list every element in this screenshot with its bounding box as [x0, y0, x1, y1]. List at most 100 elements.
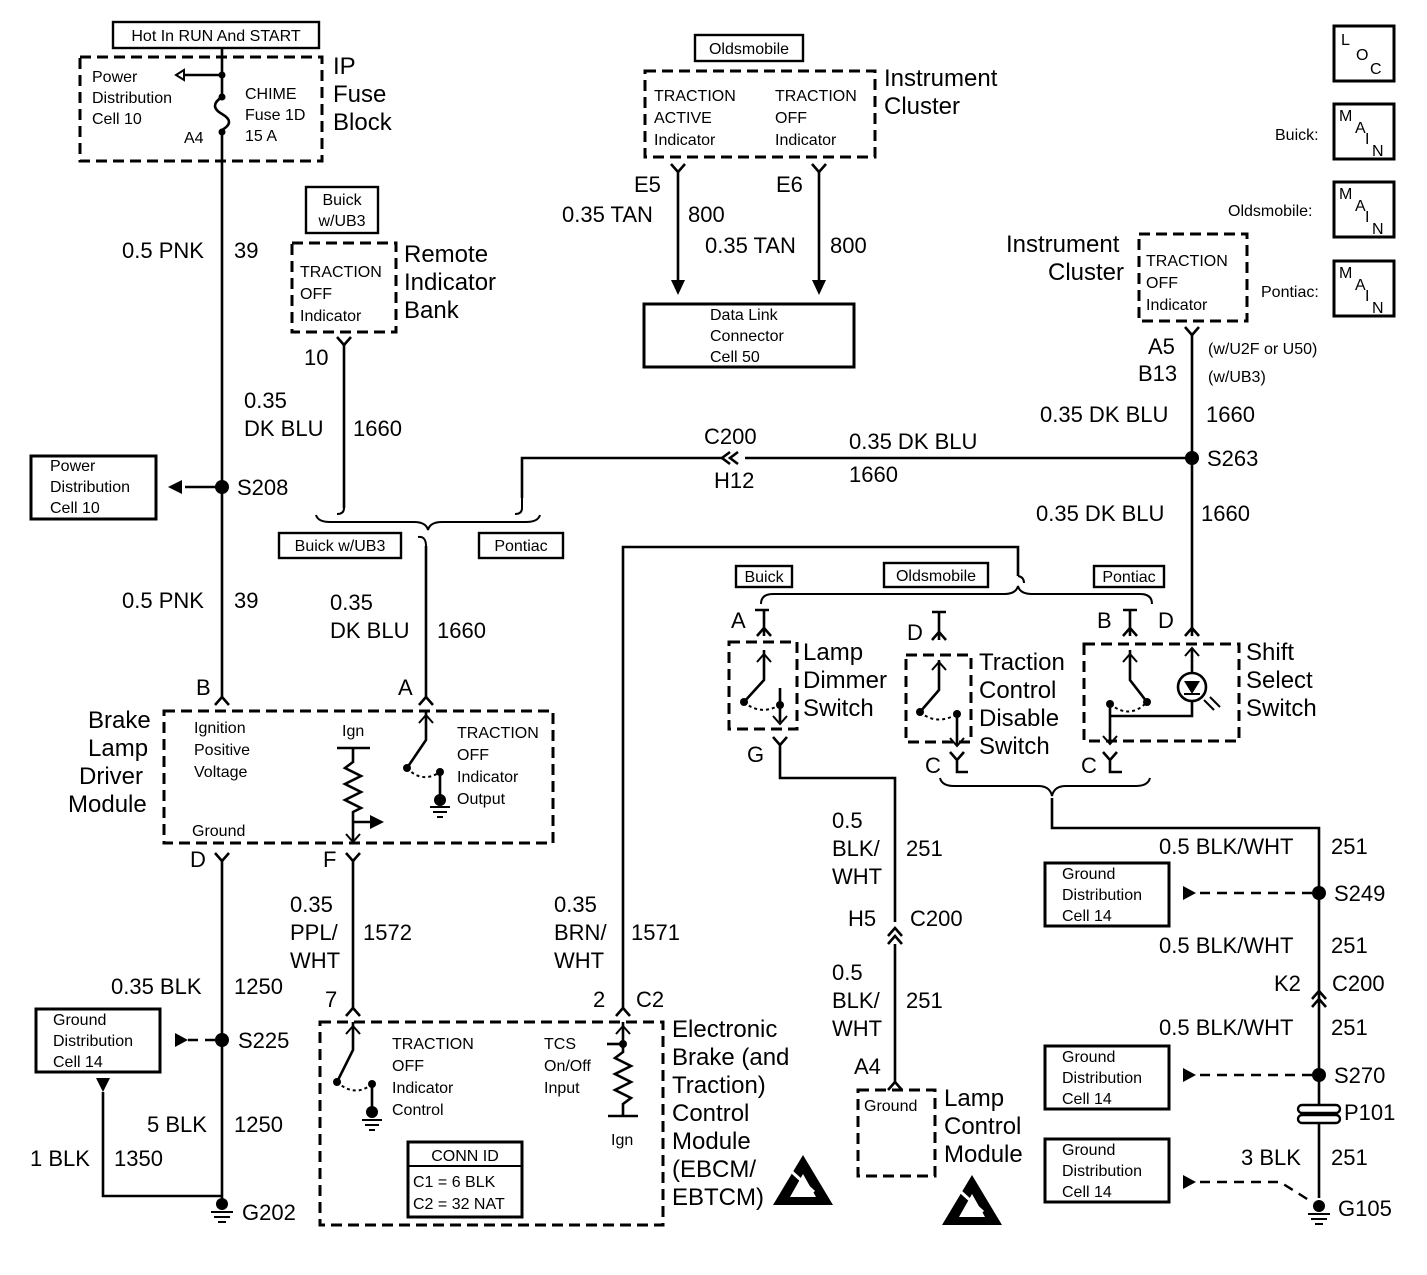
tcs-disable-outline — [904, 653, 973, 744]
ebcm-pin-7-symbol — [345, 1006, 361, 1017]
splice-s270-node — [1312, 1068, 1326, 1082]
lamp-dimmer-pin-a-symbol — [756, 626, 772, 637]
ebcm-tcs-line1: TCS — [544, 1036, 576, 1053]
remote-bank-outline — [290, 241, 398, 334]
pdc-left-line3: Cell 10 — [50, 500, 100, 517]
main-olds-a: A — [1355, 198, 1366, 215]
buick-ub3-tag-line1: Buick — [322, 192, 362, 209]
remote-circuit: 1660 — [353, 416, 402, 441]
bldm-pin-a-symbol — [418, 695, 434, 706]
olds-instrument-cluster: Oldsmobile TRACTION ACTIVE Indicator TRA… — [562, 33, 998, 369]
pontiac-option-label: Pontiac — [494, 538, 547, 555]
fuse-block-outline — [78, 55, 324, 163]
right-cluster-title-2: Cluster — [1048, 259, 1124, 286]
gdc-s270-line3: Cell 14 — [1062, 1091, 1112, 1108]
pontiac-option-hook — [514, 498, 523, 515]
splice-s225-label: S225 — [238, 1028, 289, 1053]
main-olds-n: N — [1372, 221, 1384, 238]
switch-buick-tag — [734, 564, 794, 589]
lamp-dimmer-title-2: Dimmer — [803, 667, 887, 694]
splice-s263-label: S263 — [1207, 446, 1258, 471]
tcs-title-1: Traction — [979, 649, 1065, 676]
main-buick-m: M — [1339, 108, 1352, 125]
g105-label: G105 — [1338, 1196, 1392, 1221]
fuse-pin-a4: A4 — [184, 130, 204, 147]
rg-circuit-1: 251 — [1331, 834, 1368, 859]
rg-gauge-1: 0.5 BLK/WHT — [1159, 834, 1293, 859]
p101-label: P101 — [1344, 1100, 1395, 1125]
shift-pin-d-symbol — [1184, 626, 1200, 637]
right-circuit-2: 1660 — [1201, 501, 1250, 526]
location-icons: L O C Buick: M A I N Oldsmobile: M A I N… — [1228, 24, 1396, 318]
pnk-circuit-2: 39 — [234, 588, 258, 613]
shift-in-arrow — [1122, 652, 1138, 663]
ebcm-title-3: Traction) — [672, 1072, 766, 1099]
tcs-title-4: Switch — [979, 733, 1050, 760]
bldm-switch-link — [406, 767, 441, 779]
gdc-s249-line3: Cell 14 — [1062, 908, 1112, 925]
bldm-ign-line1: Ignition — [194, 720, 246, 737]
fuse-name-line2: Fuse 1D — [245, 107, 305, 124]
olds-right-line1: TRACTION — [775, 88, 857, 105]
s249-arrow — [1183, 886, 1196, 900]
blk-gauge-3: 1 BLK — [30, 1146, 90, 1171]
right-pin-a5: A5 — [1148, 334, 1175, 359]
bldm-pin-f: F — [323, 847, 336, 872]
right-instrument-cluster: Instrument Cluster TRACTION OFF Indicato… — [520, 231, 1317, 636]
ppl-circuit: 1572 — [363, 920, 412, 945]
blk-circuit-1: 1250 — [234, 974, 283, 999]
gdc-s249-line1: Ground — [1062, 866, 1115, 883]
lamp-circuit-2: 251 — [906, 988, 943, 1013]
lamp-gauge-1a: 0.5 — [832, 808, 863, 833]
splice-s208-label: S208 — [237, 475, 288, 500]
fuse-block-title-1: IP — [333, 53, 356, 80]
brn-wht-wire — [621, 545, 1020, 1010]
bldm-output-arrow — [370, 815, 384, 829]
main-icon-buick — [1332, 102, 1396, 161]
s270-arrow — [1183, 1068, 1196, 1082]
tan-arrow-left — [671, 280, 685, 295]
loc-letter-c: C — [1370, 61, 1382, 78]
h12-label: H12 — [714, 468, 754, 493]
ebcm-traction-line3: Indicator — [392, 1080, 454, 1097]
right-cluster-title-1: Instrument — [1006, 231, 1120, 258]
option-brace — [315, 514, 541, 531]
lower-left-ground: 0.35 BLK 1250 S225 Ground Distribution C… — [30, 861, 296, 1225]
loc-letter-l: L — [1341, 32, 1350, 49]
remote-gauge-1: 0.35 — [244, 388, 287, 413]
fuse-block-title-2: Fuse — [333, 81, 386, 108]
pnk-circuit-1: 39 — [234, 238, 258, 263]
left-pnk-wire-group: 0.5 PNK 39 S208 Power Distribution Cell … — [29, 132, 288, 697]
bldm-outline — [162, 709, 555, 845]
shift-link — [1109, 701, 1148, 713]
esd-warning-icon-ebcm — [773, 1155, 833, 1205]
c200-label-h12: C200 — [704, 424, 757, 449]
tan-circuit-left: 800 — [688, 202, 725, 227]
lamp-gauge-1b: BLK/ — [832, 836, 881, 861]
g105-arrow — [1183, 1175, 1196, 1189]
oldsmobile-tag — [693, 33, 805, 63]
pnk-gauge-2: 0.5 PNK — [122, 588, 204, 613]
olds-right-line3: Indicator — [775, 132, 837, 149]
main-pontiac-m: M — [1339, 265, 1352, 282]
rg-gauge-4: 3 BLK — [1241, 1145, 1301, 1170]
hot-in-run-start-tag — [111, 20, 321, 50]
main-buick-i: I — [1365, 131, 1369, 148]
shift-pin-d: D — [1158, 608, 1174, 633]
tcs-in-arrow — [931, 660, 947, 671]
c200-connector-h12 — [719, 450, 739, 466]
tan-circuit-right: 800 — [830, 233, 867, 258]
bldm-pin-d: D — [190, 847, 206, 872]
tan-arrow-right — [812, 280, 826, 295]
fuse-name-line1: CHIME — [245, 86, 297, 103]
right-cluster-line3: Indicator — [1146, 297, 1208, 314]
bldm-output-switch — [405, 711, 442, 800]
shift-title-3: Switch — [1246, 695, 1317, 722]
main-pontiac-n: N — [1372, 300, 1384, 317]
lamp-dimmer-contacts — [743, 650, 782, 722]
gdc-g105-line2: Distribution — [1062, 1163, 1142, 1180]
g105-ground-icon — [1308, 1213, 1330, 1225]
rg-circuit-3: 251 — [1331, 1015, 1368, 1040]
tcs-contacts — [919, 660, 959, 745]
